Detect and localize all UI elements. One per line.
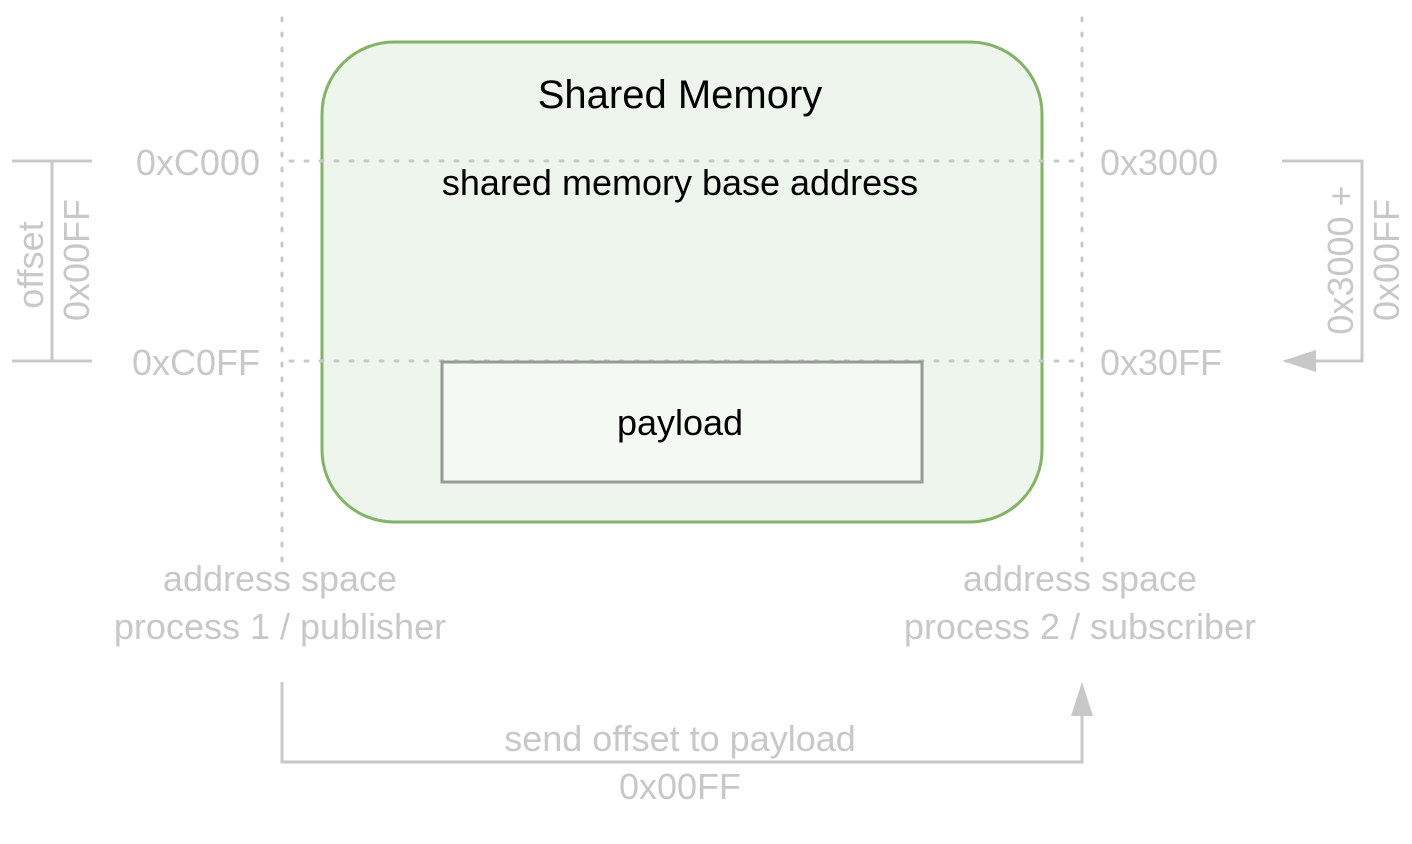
transfer-arrow	[280, 682, 1084, 764]
calc-arrow-head	[1282, 350, 1316, 372]
process2-payload-address: 0x30FF	[1100, 342, 1222, 383]
shared-memory-title: Shared Memory	[538, 73, 823, 117]
calc-bracket	[1282, 159, 1364, 363]
process1-caption-line1: address space	[163, 558, 397, 599]
offset-value: 0x00FF	[56, 199, 97, 321]
process2-base-address: 0x3000	[1100, 142, 1218, 183]
calc-offset-text: 0x00FF	[1366, 199, 1407, 321]
calc-base-text: 0x3000 +	[1320, 185, 1361, 334]
process1-caption-line2: process 1 / publisher	[114, 606, 446, 647]
payload-label: payload	[617, 402, 743, 443]
transfer-value: 0x00FF	[619, 766, 741, 807]
base-address-label: shared memory base address	[442, 162, 918, 203]
offset-label: offset	[10, 221, 51, 308]
process2-caption-line1: address space	[963, 558, 1197, 599]
process2-caption-line2: process 2 / subscriber	[904, 606, 1256, 647]
transfer-arrow-head	[1071, 682, 1093, 716]
process1-payload-address: 0xC0FF	[132, 342, 260, 383]
transfer-label: send offset to payload	[504, 718, 856, 759]
payload-box	[440, 360, 924, 484]
process1-base-address: 0xC000	[136, 142, 260, 183]
